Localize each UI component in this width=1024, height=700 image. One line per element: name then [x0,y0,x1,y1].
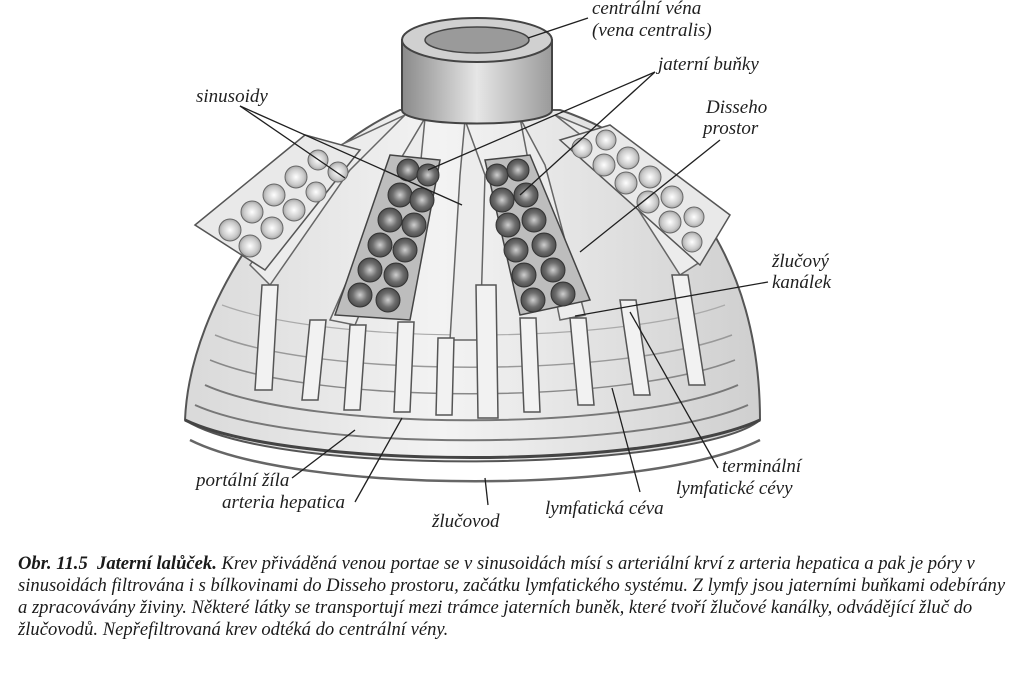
diagram-labels: centrální véna (vena centralis) jaterní … [194,0,832,532]
liver-lobule-illustration: centrální véna (vena centralis) jaterní … [183,0,832,532]
label-zlucovy-line2: kanálek [772,272,832,293]
vessel-branches [254,274,706,419]
label-vena-centralis-line2: (vena centralis) [592,20,712,41]
figure-caption: Obr. 11.5 Jaterní lalůček. Krev přiváděn… [18,553,1008,641]
label-disse-line2: prostor [701,118,759,139]
hepatocyte-plate-center-left [333,154,441,321]
hepatocyte-plate-left [193,134,362,271]
caption-text: Krev přiváděná venou portae se v sinusoi… [18,553,1006,640]
caption-figure-number: Obr. 11.5 [18,553,88,574]
label-vena-centralis-line1: centrální véna [592,0,701,19]
hepatocyte-plate-right [558,124,731,267]
label-zlucovod: žlučovod [431,511,500,532]
label-portalni-zila: portální žíla [194,470,289,491]
label-terminalni-line2: lymfatické cévy [676,478,793,499]
label-arteria-hepatica: arteria hepatica [222,492,345,513]
caption-figure-title: Jaterní lalůček. [97,553,217,574]
label-lymfaticka-ceva: lymfatická céva [545,498,664,519]
hepatocyte-plate-center-right [484,154,592,316]
label-disse-line1: Disseho [705,97,767,118]
label-zlucovy-line1: žlučový [771,251,830,272]
central-vein [401,17,553,125]
label-terminalni-line1: terminální [722,456,803,477]
label-sinusoidy: sinusoidy [196,86,268,107]
leader-lines [239,17,769,506]
label-jaterni-bunky: jaterní buňky [655,54,759,75]
